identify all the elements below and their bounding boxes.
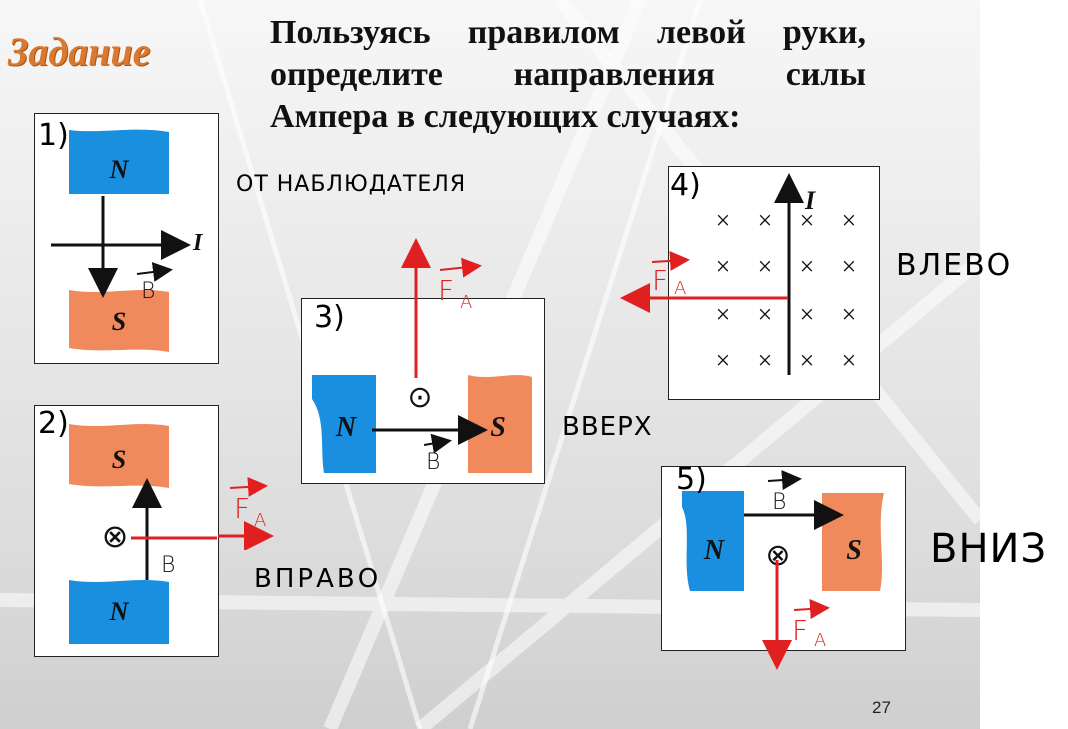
field-vector-mark xyxy=(423,433,452,454)
south-pole-label: S xyxy=(490,412,506,443)
right-margin xyxy=(980,0,1068,729)
field-cross-mark: × xyxy=(716,206,731,235)
force-subscript: A xyxy=(460,292,472,313)
case-3-force: F A xyxy=(401,238,482,378)
current-into-page-symbol: ⊗ xyxy=(102,518,129,554)
case-4-number: 4) xyxy=(670,168,701,203)
force-vector-mark xyxy=(793,599,830,619)
north-pole-label: N xyxy=(109,597,130,626)
field-cross-mark: × xyxy=(800,252,815,281)
current-label: I xyxy=(192,230,204,256)
case-2-answer: ВПРАВО xyxy=(254,564,382,594)
case-3-panel: N S B ⊙ xyxy=(301,298,545,484)
case-5-number: 5) xyxy=(676,462,707,497)
north-pole-label: N xyxy=(335,412,358,443)
south-pole-magnet xyxy=(468,375,532,473)
case-2-force-overflow: F A xyxy=(218,476,274,550)
case-1-answer: ОТ НАБЛЮДАТЕЛЯ xyxy=(236,172,467,197)
field-label: B xyxy=(161,553,175,578)
field-cross-mark: × xyxy=(842,300,857,329)
force-label: F xyxy=(438,274,454,307)
field-vector-mark xyxy=(136,262,173,282)
field-label: B xyxy=(426,450,440,475)
south-pole-magnet xyxy=(69,290,169,352)
field-cross-mark: × xyxy=(842,206,857,235)
field-label: B xyxy=(772,490,786,515)
page-number: 27 xyxy=(872,698,891,717)
north-pole-magnet xyxy=(69,129,169,194)
field-cross-mark: × xyxy=(716,252,731,281)
case-5-diagram: N S B ⊗ xyxy=(682,470,884,591)
field-cross-mark: × xyxy=(716,300,731,329)
case-5-answer: ВНИЗ xyxy=(930,526,1048,572)
south-pole-magnet xyxy=(69,424,169,488)
north-pole-label: N xyxy=(109,155,130,184)
case-1-number: 1) xyxy=(38,118,69,153)
field-cross-mark: × xyxy=(716,346,731,375)
north-pole-label: N xyxy=(703,535,726,566)
current-label: I xyxy=(804,186,816,215)
north-pole-magnet xyxy=(682,491,744,591)
case-5-panel: N S B ⊗ xyxy=(661,466,906,651)
current-out-of-page-symbol: ⊙ xyxy=(407,381,432,414)
case-3-diagram: N S B ⊙ xyxy=(312,375,532,475)
case-2-diagram: S N ⊗ B xyxy=(69,424,273,644)
north-pole-magnet xyxy=(312,375,376,473)
field-cross-mark: × xyxy=(800,300,815,329)
force-subscript: A xyxy=(814,630,826,651)
force-subscript: A xyxy=(254,510,266,531)
field-vector-mark xyxy=(767,470,802,491)
case-2-number: 2) xyxy=(38,406,69,441)
case-1-panel: N S I B xyxy=(34,113,219,364)
case-4-force: F A xyxy=(620,250,788,313)
task-line-1: Пользуясь правилом левой руки, xyxy=(270,14,866,51)
force-subscript: A xyxy=(674,278,686,299)
case-4-panel: × × × × × × × × × × × × × × × × I xyxy=(668,166,880,400)
force-label: F xyxy=(234,492,250,525)
south-pole-label: S xyxy=(112,445,126,474)
case-4-answer: ВЛЕВО xyxy=(896,248,1013,283)
case-2-panel: S N ⊗ B xyxy=(34,405,273,657)
field-cross-mark: × xyxy=(842,252,857,281)
field-cross-mark: × xyxy=(758,206,773,235)
field-into-page-grid: × × × × × × × × × × × × × × × × xyxy=(716,206,857,375)
force-vector-mark xyxy=(651,250,690,271)
force-label: F xyxy=(652,264,668,297)
field-cross-mark: × xyxy=(758,300,773,329)
south-pole-label: S xyxy=(846,535,862,566)
case-5-force: F A xyxy=(762,560,830,670)
case-1-diagram: N S I B xyxy=(51,129,204,352)
task-line-2: определите направления силы xyxy=(270,56,866,93)
case-3-answer: ВВЕРХ xyxy=(562,412,653,442)
field-cross-mark: × xyxy=(800,346,815,375)
case-3-number: 3) xyxy=(314,300,345,335)
task-line-3: Ампера в следующих случаях: xyxy=(270,98,741,135)
field-cross-mark: × xyxy=(842,346,857,375)
force-label: F xyxy=(792,614,808,647)
field-cross-mark: × xyxy=(758,252,773,281)
case-4-diagram: × × × × × × × × × × × × × × × × I xyxy=(716,173,857,375)
field-cross-mark: × xyxy=(758,346,773,375)
task-statement: Пользуясь правилом левой руки, определит… xyxy=(270,12,866,138)
north-pole-magnet xyxy=(69,580,169,644)
field-cross-mark: × xyxy=(800,206,815,235)
force-vector-mark xyxy=(229,476,268,497)
slide-heading: Задание xyxy=(8,29,151,74)
field-label: B xyxy=(141,279,155,304)
south-pole-label: S xyxy=(112,307,126,336)
force-vector-mark xyxy=(439,257,482,278)
